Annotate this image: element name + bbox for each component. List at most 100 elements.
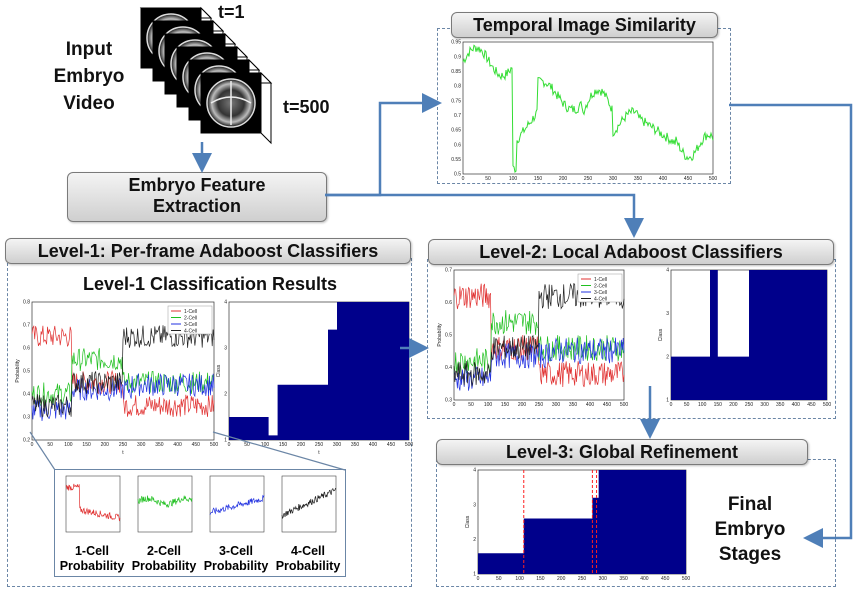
small-plot-series (65, 483, 121, 522)
level2-prob-ytick: 0.4 (445, 365, 452, 371)
level3-title: Level-3: Global Refinement (436, 439, 808, 465)
level3-class-ylabel: Class (465, 515, 471, 528)
level1-prob-series (31, 372, 215, 422)
level1-prob-xtick: 0 (31, 442, 34, 448)
temporal-similarity-title: Temporal Image Similarity (451, 12, 718, 38)
level1-class-xtick: 0 (228, 442, 231, 448)
level2-class-xtick: 250 (745, 402, 754, 408)
level2-class-xtick: 50 (684, 402, 690, 408)
feature-extraction-box: Embryo Feature Extraction (67, 172, 327, 222)
level2-prob-series (453, 283, 625, 388)
level2-prob-legend-label: 3-Cell (594, 290, 607, 296)
level2-class-xtick: 400 (792, 402, 801, 408)
level1-prob-series (31, 325, 215, 418)
level2-class-ytick: 2 (666, 354, 669, 360)
similarity-ytick: 0.95 (451, 40, 461, 46)
level2-class-xtick: 0 (670, 402, 673, 408)
level3-class-class-fill (478, 470, 686, 574)
level2-prob-ytick: 0.5 (445, 333, 452, 339)
level2-class-ytick: 4 (666, 268, 669, 274)
small-label-2-line2: Probability (131, 559, 197, 573)
level2-prob-legend-label: 1-Cell (594, 277, 607, 283)
small-label-4-line1: 4-Cell (290, 544, 326, 558)
level2-prob-xtick: 300 (552, 402, 561, 408)
level3-class-ytick: 1 (473, 572, 476, 578)
level2-class-xtick: 150 (714, 402, 723, 408)
level1-class-class-fill (229, 302, 409, 440)
similarity-line (462, 44, 714, 173)
level2-prob-ytick: 0.7 (445, 268, 452, 274)
level1-prob-legend-label: 2-Cell (184, 316, 197, 322)
level2-prob-xtick: 500 (620, 402, 629, 408)
final-line-2: Embryo (714, 519, 786, 540)
level3-class-ytick: 3 (473, 502, 476, 508)
level1-prob-xtick: 500 (210, 442, 219, 448)
level1-small-plots (65, 475, 337, 533)
level2-prob-xtick: 350 (569, 402, 578, 408)
level1-prob-xtick: 150 (82, 442, 91, 448)
small-plot-series (137, 495, 193, 508)
level1-prob-ytick: 0.7 (23, 323, 30, 329)
final-line-3: Stages (718, 544, 782, 565)
level2-prob-xtick: 250 (535, 402, 544, 408)
similarity-xtick: 300 (609, 176, 618, 182)
similarity-xtick: 200 (559, 176, 568, 182)
small-plot-series (281, 487, 337, 520)
level3-class-xtick: 50 (496, 576, 502, 582)
level2-prob-legend-label: 2-Cell (594, 284, 607, 290)
level1-class-xtick: 50 (244, 442, 250, 448)
similarity-xtick: 50 (485, 176, 491, 182)
zoom-callout-lines (29, 431, 346, 471)
level3-class-xtick: 200 (557, 576, 566, 582)
small-plot-area (137, 475, 193, 533)
small-label-1-line1: 1-Cell (74, 544, 110, 558)
level3-class-xtick: 100 (515, 576, 524, 582)
level3-class-xtick: 250 (578, 576, 587, 582)
level2-prob-ytick: 0.6 (445, 300, 452, 306)
level3-class-xtick: 300 (599, 576, 608, 582)
similarity-ytick: 0.6 (454, 142, 461, 148)
input-label-line-3: Video (63, 93, 115, 114)
similarity-ytick: 0.65 (451, 128, 461, 134)
similarity-ytick: 0.75 (451, 98, 461, 104)
level2-prob-xtick: 150 (501, 402, 510, 408)
similarity-xtick: 100 (509, 176, 518, 182)
level2-class-xtick: 350 (776, 402, 785, 408)
level3-class-xtick: 150 (536, 576, 545, 582)
level1-class-ytick: 1 (224, 438, 227, 444)
level3-class-ytick: 4 (473, 468, 476, 474)
level1-class-xtick: 350 (351, 442, 360, 448)
t-start-label: t=1 (218, 2, 245, 22)
level1-class-xtick: 500 (405, 442, 414, 448)
input-label-line-2: Embryo (53, 66, 125, 87)
similarity-ytick: 0.7 (454, 113, 461, 119)
level1-class-ytick: 3 (224, 346, 227, 352)
level1-class-ytick: 4 (224, 300, 227, 306)
level1-prob-xtick: 50 (47, 442, 53, 448)
level2-prob-xtick: 200 (518, 402, 527, 408)
level1-prob-xtick: 200 (101, 442, 110, 448)
level1-class-xlabel: t (318, 450, 320, 456)
level1-prob-ytick: 0.4 (23, 392, 30, 398)
level2-prob-series (453, 310, 625, 374)
level2-prob-xtick: 0 (453, 402, 456, 408)
level2-prob-xtick: 50 (468, 402, 474, 408)
level2-prob-xtick: 450 (603, 402, 612, 408)
small-label-3-line1: 3-Cell (218, 544, 254, 558)
similarity-xtick: 400 (659, 176, 668, 182)
level1-prob-xtick: 300 (137, 442, 146, 448)
level1-prob-legend-label: 4-Cell (184, 329, 197, 335)
level3-class-xtick: 0 (477, 576, 480, 582)
level1-prob-xtick: 450 (192, 442, 201, 448)
similarity-ytick: 0.8 (454, 84, 461, 90)
small-label-1-line2: Probability (59, 559, 125, 573)
small-label-3-line2: Probability (203, 559, 269, 573)
level1-class-xtick: 400 (369, 442, 378, 448)
level3-class-xtick: 450 (661, 576, 670, 582)
level2-class-ylabel: Class (658, 328, 664, 341)
